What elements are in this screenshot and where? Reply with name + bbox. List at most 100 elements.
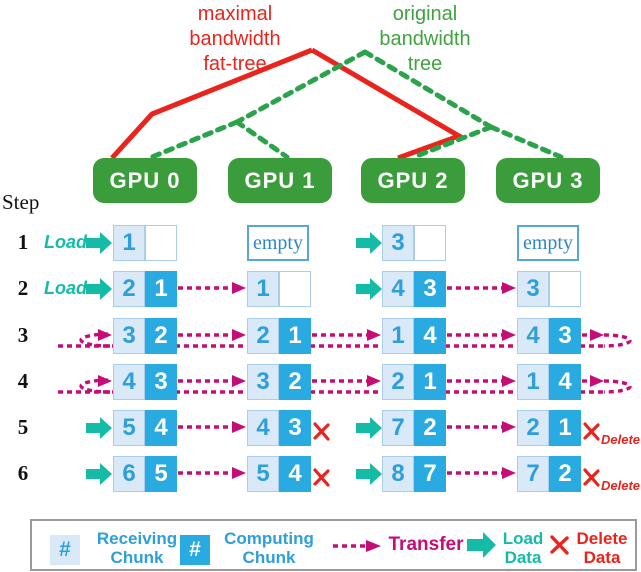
receiving-chunk-gpu0-step6: 6 [113,456,145,492]
receiving-chunk-gpu0-step4: 4 [113,364,145,400]
receiving-chunk-gpu2-step2: 4 [382,271,414,307]
computing-chunk-gpu0-step4: 3 [145,364,177,400]
orig-tree-label: original bandwidth tree [379,3,471,75]
receiving-chunk-gpu0-step3: 3 [113,318,145,354]
delete-label-step6: Delete [601,478,641,493]
orig-tree-right-leg-gpu2 [411,124,494,160]
orig-tree-left-leg-gpu1 [234,119,290,160]
empty-buffer-gpu1-step1: empty [247,225,309,261]
gpu-box-2: GPU 2 [361,158,465,203]
receiving-chunk-gpu0-step5: 5 [113,410,145,446]
computing-chunk-gpu3-step5: 1 [549,410,581,446]
computing-chunk-gpu0-step6: 5 [145,456,177,492]
computing-chunk-gpu3-step6: 2 [549,456,581,492]
delete-x-gpu1-step5 [313,422,330,441]
receiving-chunk-gpu1-step6: 5 [247,456,279,492]
computing-chunk-gpu0-step2: 1 [145,271,177,307]
computing-chunk-gpu3-step4: 4 [549,364,581,400]
step-column-header: Step [2,190,40,214]
computing-chunk-gpu1-step6: 4 [279,456,311,492]
gpu-box-0: GPU 0 [93,158,197,203]
transfer-arrow-icon [333,540,381,552]
load-arrow-gpu2-step2 [356,278,382,300]
step-number-3: 3 [17,323,29,347]
computing-chunk-gpu1-step4: 2 [279,364,311,400]
computing-chunk-gpu1-step5: 3 [279,410,311,446]
step-number-6: 6 [17,461,29,485]
receiving-chunk-gpu1-step5: 4 [247,410,279,446]
orig-tree-right-edge [362,49,494,130]
load-text-step1: Load [44,232,87,252]
chunk-pair-gpu0-step1: 1 [113,225,177,261]
computing-chunk-gpu3-step3: 3 [549,318,581,354]
computing-chunk-gpu2-step6: 7 [414,456,446,492]
gpu-box-1: GPU 1 [228,158,332,203]
empty-buffer-gpu3-step1: empty [517,225,579,261]
blank-slot-gpu1-step2 [279,271,311,307]
delete-x-gpu1-step6 [313,468,330,487]
chunk-pair-gpu1-step2: 1 [247,271,311,307]
step-number-1: 1 [17,230,29,254]
step-row-1: 1 Load 1 empty 3 empty [0,225,641,261]
receiving-chunk-gpu3-step5: 2 [517,410,549,446]
computing-chunk-gpu1-step3: 1 [279,318,311,354]
receiving-chunk-swatch: # [50,535,80,565]
transfer-label: Transfer [388,534,464,555]
computing-chunk-gpu2-step2: 3 [414,271,446,307]
delete-x-gpu3-step5 [583,422,600,441]
bandwidth-tree-diagram [110,47,564,161]
load-text-step2: Load [44,278,87,298]
step-number-5: 5 [17,415,29,439]
computing-chunk-gpu2-step4: 1 [414,364,446,400]
load-arrow-gpu0-step5 [86,417,112,439]
delete-x-icon [550,535,569,555]
receiving-chunk-gpu2-step4: 2 [382,364,414,400]
step-number-2: 2 [17,276,29,300]
orig-tree-left-leg-gpu0 [149,119,240,160]
gpu-box-3: GPU 3 [496,158,600,203]
row-1-cells: 1 Load 1 empty 3 empty [0,225,641,261]
receiving-chunk-gpu0-step2: 2 [113,271,145,307]
receiving-chunk-gpu2-step6: 8 [382,456,414,492]
load-arrow-gpu2-step6 [356,463,382,485]
fat-tree-label: maximal bandwidth fat-tree [189,3,281,75]
load-data-arrow-icon [467,532,496,558]
load-arrow-gpu2-step1 [356,232,382,254]
load-arrow-gpu0-step2 [86,278,112,300]
blank-slot-gpu0-step1 [145,225,177,261]
computing-chunk-gpu0-step5: 4 [145,410,177,446]
receiving-chunk-gpu1-step3: 2 [247,318,279,354]
receiving-chunk-gpu1-step2: 1 [247,271,279,307]
receiving-chunk-gpu2-step1: 3 [382,225,414,261]
chunk-pair-gpu2-step1: 3 [382,225,446,261]
orig-tree-right-leg-gpu3 [488,124,564,160]
computing-chunk-gpu2-step5: 2 [414,410,446,446]
step-number-4: 4 [17,369,29,393]
receiving-chunk-gpu0-step1: 1 [113,225,145,261]
computing-chunk-swatch: # [180,535,210,565]
